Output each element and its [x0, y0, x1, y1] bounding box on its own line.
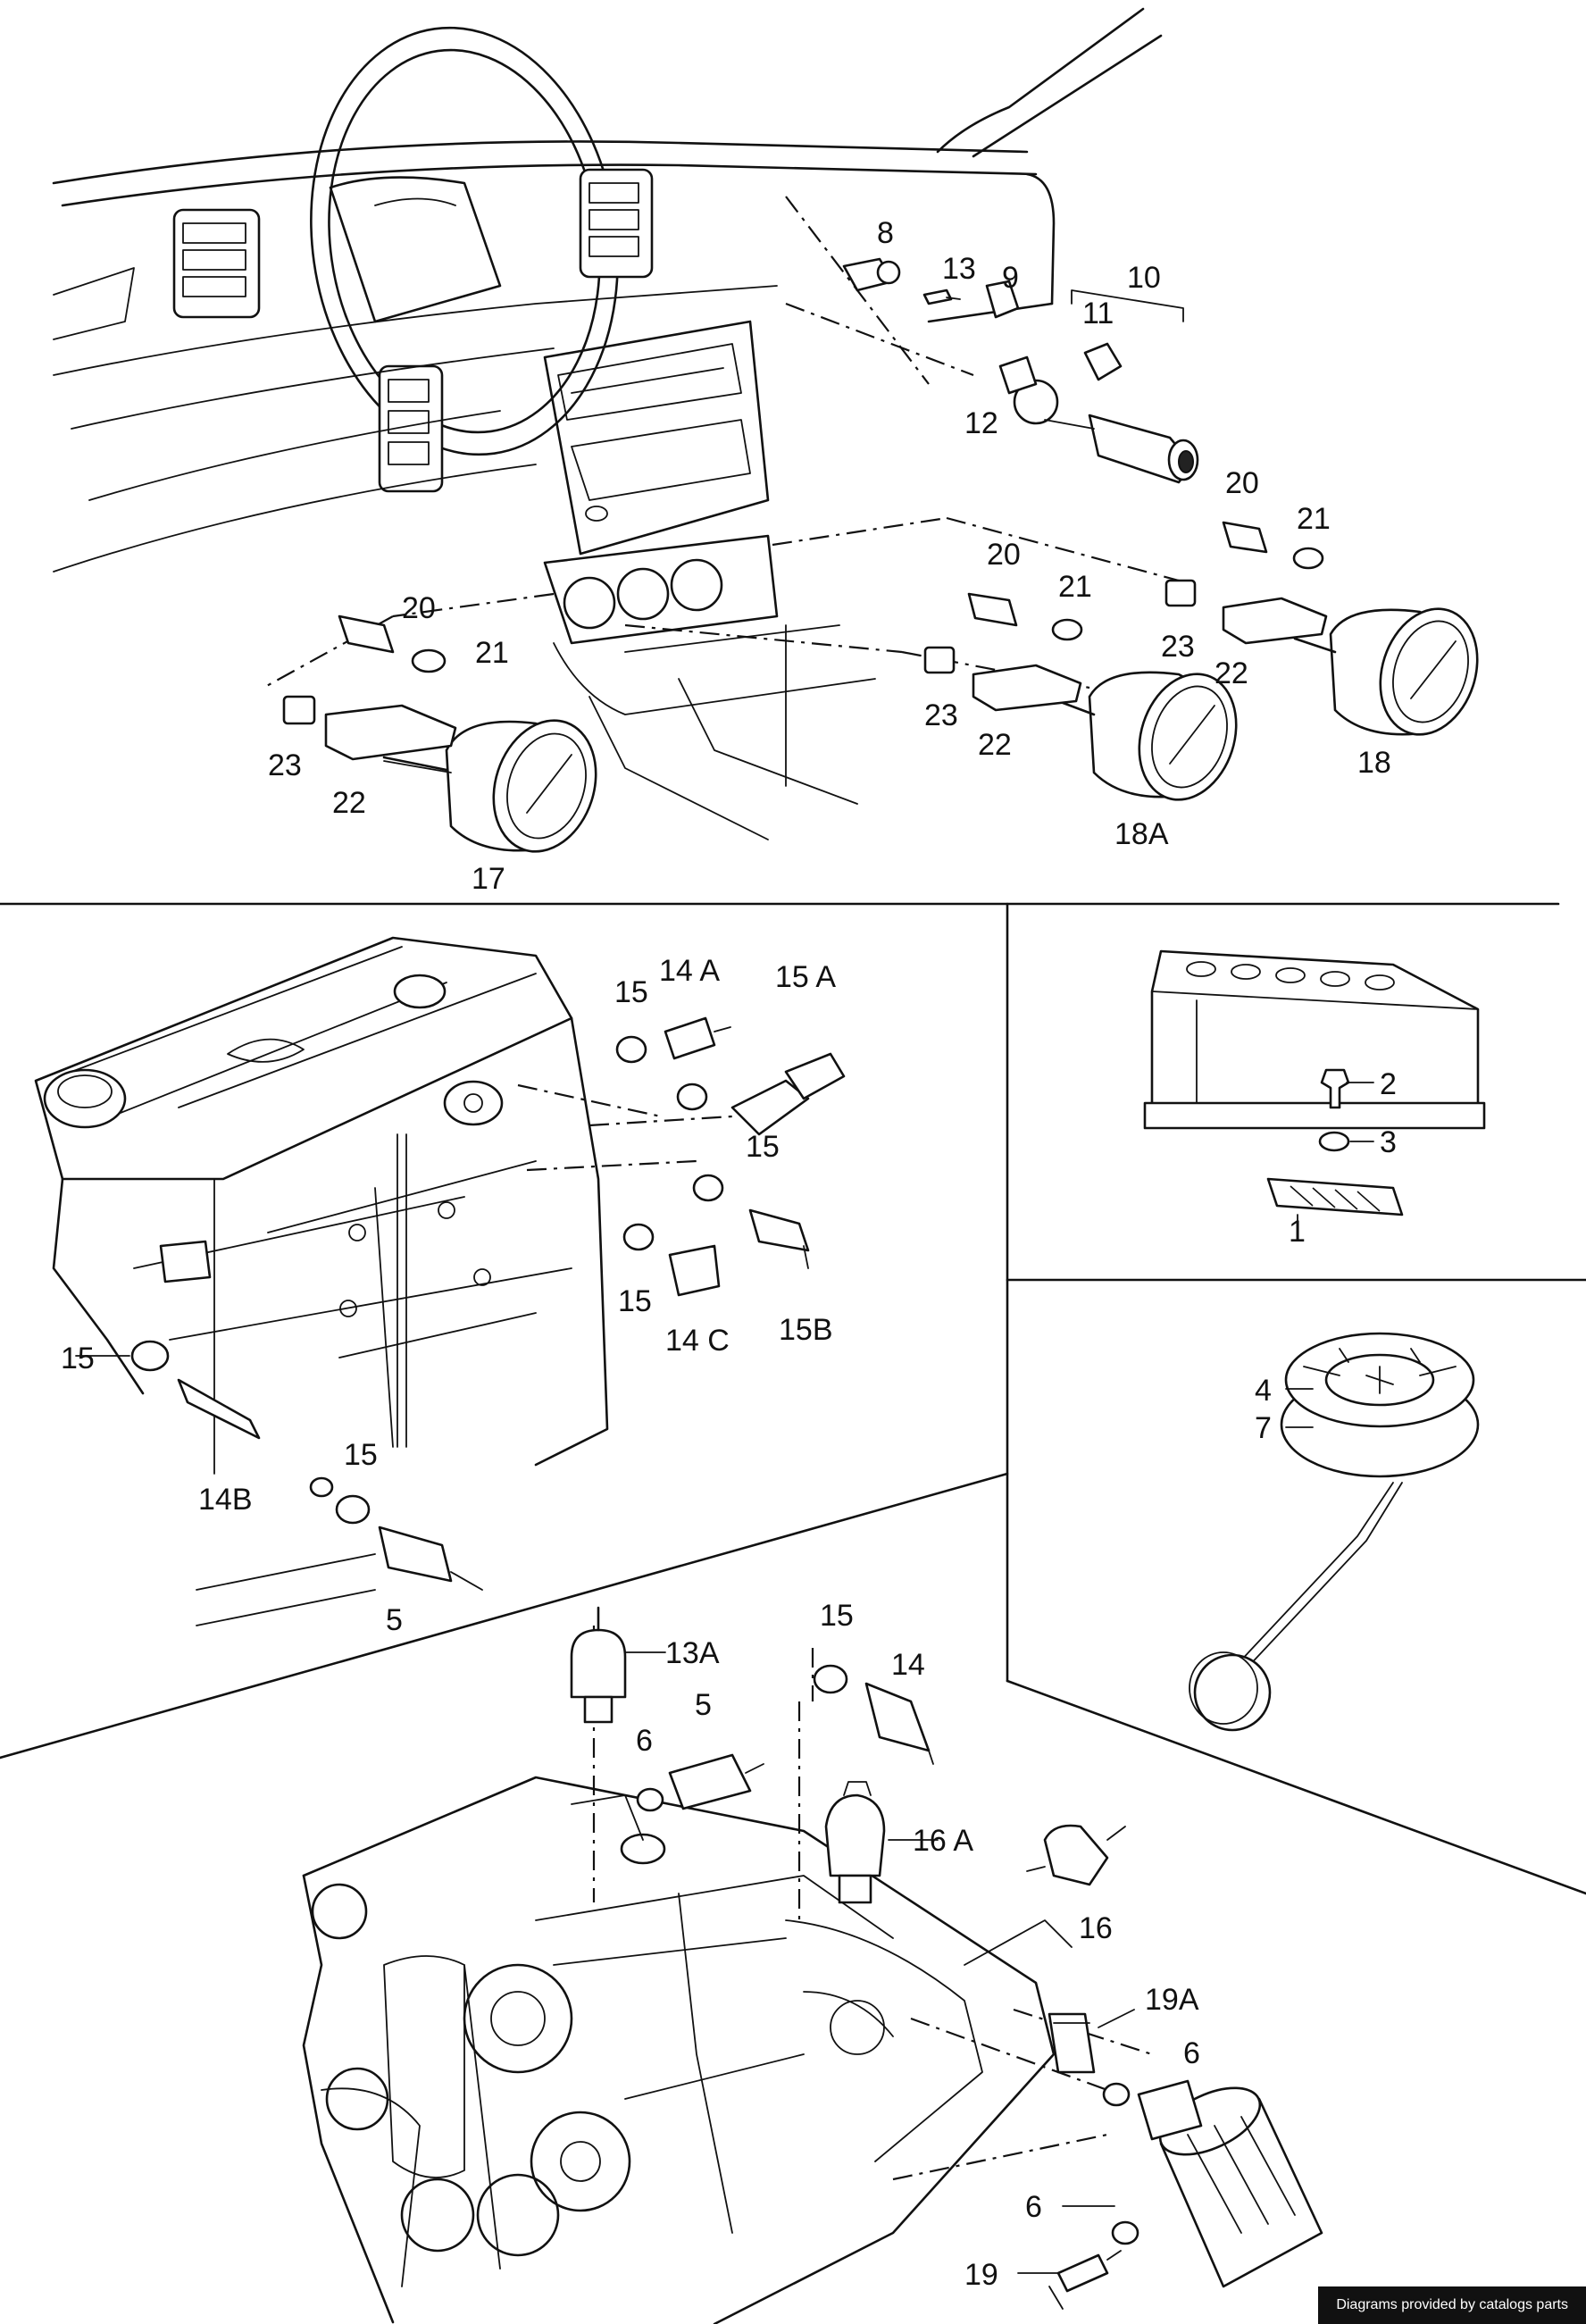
callout-15a: 15: [614, 975, 648, 1009]
callout-leaders: [75, 1082, 1374, 2274]
callout-5a: 5: [386, 1603, 403, 1637]
credit-label: Diagrams provided by catalogs parts: [1318, 2286, 1586, 2324]
callout-6b: 6: [1183, 2036, 1200, 2070]
battery-illustration: [1143, 949, 1486, 1216]
gauge-17: [382, 719, 597, 853]
callout-6c: 6: [1025, 2190, 1042, 2224]
panel-dividers: [0, 902, 1586, 1895]
fuel-sender-illustration: [1189, 1332, 1480, 1732]
callout-13A: 13A: [665, 1636, 720, 1670]
callout-8: 8: [877, 216, 894, 250]
callout-15A: 15 A: [775, 960, 836, 994]
callout-labels: 8 13 9 10 11 12 20 21 20 21 23 22 18 23 …: [61, 216, 1397, 2292]
callout-6a: 6: [636, 1724, 653, 1758]
callout-7: 7: [1255, 1411, 1272, 1445]
callout-23b: 23: [924, 698, 958, 732]
callout-16A: 16 A: [913, 1824, 973, 1858]
callout-21c: 21: [475, 636, 509, 670]
callout-9: 9: [1002, 261, 1019, 295]
gauge-18A: [1056, 671, 1238, 801]
gauge-18: [1293, 607, 1479, 736]
callout-20c: 20: [402, 591, 436, 625]
callout-19: 19: [964, 2258, 998, 2292]
callout-3: 3: [1380, 1125, 1397, 1159]
callout-10: 10: [1127, 261, 1161, 295]
sensor-parts-middle: [130, 1016, 846, 1591]
callout-15e: 15: [344, 1438, 378, 1472]
callout-21b: 21: [1058, 570, 1092, 604]
callout-2: 2: [1380, 1067, 1397, 1101]
callout-17: 17: [472, 862, 505, 896]
callout-19A: 19A: [1145, 1983, 1199, 2017]
callout-15c: 15: [618, 1284, 652, 1318]
callout-14B: 14B: [198, 1483, 253, 1517]
callout-14C: 14 C: [665, 1324, 730, 1358]
callout-14A: 14 A: [659, 954, 720, 988]
callout-15f: 15: [820, 1599, 854, 1633]
callout-4: 4: [1255, 1374, 1272, 1408]
callout-21a: 21: [1297, 502, 1331, 536]
dashboard-illustration: [52, 7, 1163, 840]
callout-16: 16: [1079, 1911, 1113, 1945]
callout-15b: 15: [746, 1130, 780, 1164]
callout-12: 12: [964, 406, 998, 440]
callout-22a: 22: [1215, 656, 1248, 690]
gauge-bulbs-and-clips: [282, 521, 1328, 761]
callout-22b: 22: [978, 728, 1012, 762]
engine-block-illustration: [34, 936, 609, 1626]
callout-1: 1: [1289, 1215, 1306, 1249]
engine-lower-illustration: [302, 1776, 1073, 2324]
callout-13: 13: [942, 252, 976, 286]
sensor-parts-lower: [570, 1606, 1323, 2310]
callout-20b: 20: [987, 538, 1021, 572]
callout-15B: 15B: [779, 1313, 833, 1347]
callout-14: 14: [891, 1648, 925, 1682]
callout-11: 11: [1082, 297, 1114, 330]
callout-23c: 23: [268, 748, 302, 782]
callout-20a: 20: [1225, 466, 1259, 500]
callout-18A: 18A: [1114, 817, 1169, 851]
callout-18: 18: [1357, 746, 1391, 780]
callout-15d: 15: [61, 1342, 95, 1375]
callout-22c: 22: [332, 786, 366, 820]
lighter-parts: [842, 257, 1199, 484]
callout-5b: 5: [695, 1688, 712, 1722]
callout-23a: 23: [1161, 630, 1195, 664]
